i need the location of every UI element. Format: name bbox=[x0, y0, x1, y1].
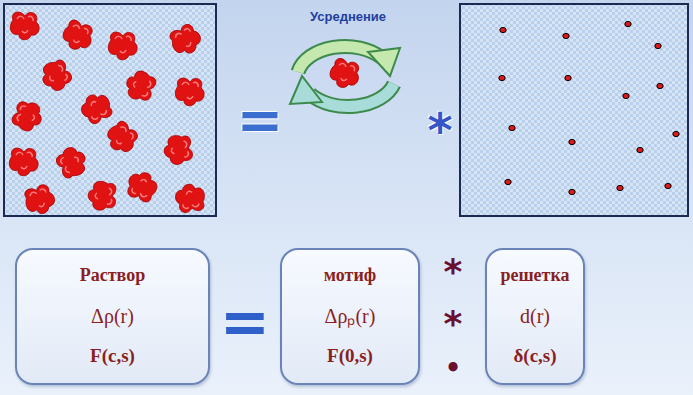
particle bbox=[53, 143, 91, 182]
particle bbox=[122, 67, 158, 104]
solution-box: РастворΔρ(r) F(c,s) bbox=[15, 248, 210, 385]
panel-frame bbox=[4, 4, 216, 216]
lattice-point bbox=[625, 21, 631, 26]
panel-frame bbox=[460, 4, 688, 216]
particle bbox=[108, 32, 137, 60]
box-heading: мотиф bbox=[324, 266, 376, 286]
density-formula: Δρ(r) bbox=[91, 305, 134, 327]
arrow-body bbox=[310, 84, 394, 107]
lattice-point bbox=[673, 131, 679, 136]
lattice-point bbox=[617, 185, 623, 190]
box-heading: Раствор bbox=[80, 266, 145, 286]
equals-sign: = bbox=[237, 92, 284, 148]
amplitude-formula: F(c,s) bbox=[90, 346, 135, 367]
particle bbox=[88, 181, 116, 210]
lattice-point bbox=[657, 83, 663, 88]
amplitude-formula: F(0,s) bbox=[327, 346, 373, 367]
particle bbox=[162, 133, 194, 166]
averaging-arrows bbox=[290, 46, 400, 106]
convolution-sign: * bbox=[427, 106, 452, 154]
operation-title: Усреднение bbox=[310, 10, 386, 23]
particle bbox=[124, 168, 161, 204]
lattice-point bbox=[499, 75, 505, 80]
arrowhead bbox=[368, 48, 400, 76]
convolution-sign: * bbox=[444, 306, 463, 342]
particle bbox=[175, 78, 204, 106]
amplitude-formula: δ(c,s) bbox=[513, 346, 556, 367]
density-formula: d(r) bbox=[520, 305, 550, 327]
motif-box: мотифΔρₚ(r) F(0,s) bbox=[280, 248, 420, 385]
lattice-point bbox=[500, 27, 506, 32]
density-formula: Δρₚ(r) bbox=[325, 305, 376, 327]
arrow-outline bbox=[310, 84, 394, 107]
particle bbox=[10, 12, 39, 40]
solution-panel bbox=[4, 4, 216, 218]
particle bbox=[77, 89, 116, 127]
particle bbox=[174, 182, 207, 214]
lattice-point bbox=[637, 147, 643, 152]
lattice-point bbox=[623, 93, 629, 98]
convolution-sign: * bbox=[444, 254, 463, 290]
particle bbox=[21, 182, 58, 218]
particle bbox=[59, 18, 96, 54]
lattice-point bbox=[563, 33, 569, 38]
lattice-point bbox=[665, 183, 671, 188]
lattice-box: решетка d(r) δ(c,s) bbox=[485, 248, 585, 385]
lattice-panel bbox=[460, 4, 688, 216]
particle bbox=[9, 148, 38, 176]
particle bbox=[166, 21, 205, 59]
particle bbox=[327, 57, 362, 91]
equals-sign: = bbox=[220, 292, 270, 352]
particle bbox=[37, 56, 75, 95]
box-heading: решетка bbox=[500, 266, 569, 286]
lattice-point bbox=[655, 43, 661, 48]
arrowhead bbox=[290, 76, 322, 104]
lattice-point bbox=[509, 125, 515, 130]
lattice-point bbox=[505, 179, 511, 184]
particle bbox=[10, 98, 46, 135]
lattice-point bbox=[565, 75, 571, 80]
lattice-point bbox=[569, 139, 575, 144]
product-sign: • bbox=[445, 355, 462, 381]
lattice-point bbox=[569, 189, 575, 194]
particle bbox=[102, 118, 142, 158]
